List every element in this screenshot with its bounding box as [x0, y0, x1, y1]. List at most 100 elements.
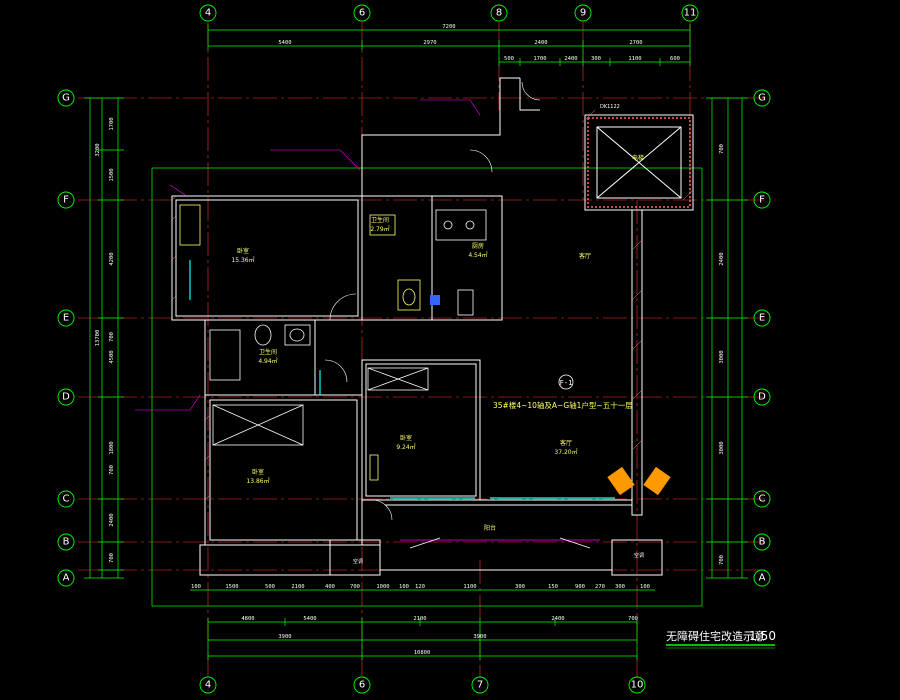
floor-note: 35#楼4~10轴及A~G轴1户型~五十一层 — [493, 400, 633, 410]
room-area: 2.79㎡ — [370, 225, 389, 233]
dimension-text: 150 — [548, 584, 558, 590]
axis-label: C — [63, 494, 70, 505]
room-name: 卧室 — [252, 468, 264, 476]
section-mark: F-1 — [558, 374, 574, 390]
dimension-text: 300 — [615, 584, 625, 590]
dimension-text: 400 — [325, 584, 335, 590]
axis-bubble-top-11: 11 — [681, 4, 699, 22]
shaft-hatch — [587, 117, 691, 208]
axis-bubble-right-C: C — [753, 490, 771, 508]
dimension-text: 1500 — [109, 168, 115, 181]
axis-bubble-right-G: G — [753, 89, 771, 107]
room-area: 13.86㎡ — [246, 477, 269, 485]
axis-label: F — [63, 195, 69, 206]
dimension-text: 100 — [640, 584, 650, 590]
axis-bubble-top-9: 9 — [574, 4, 592, 22]
axis-label: A — [63, 573, 70, 584]
dimension-text: 900 — [575, 584, 585, 590]
dimension-text: 2400 — [534, 40, 547, 46]
axis-label: E — [63, 313, 69, 324]
dimension-text: 3000 — [719, 441, 725, 454]
axis-bubble-top-4: 4 — [199, 4, 217, 22]
dimension-text: 600 — [670, 56, 680, 62]
dimension-text: 4800 — [241, 616, 254, 622]
room-label: 厨房4.54㎡ — [468, 242, 487, 259]
dimension-text: 100 — [191, 584, 201, 590]
dimension-text: 5400 — [278, 40, 291, 46]
dimension-text: 700 — [350, 584, 360, 590]
dimension-text: 700 — [719, 144, 725, 154]
dimension-text: 2400 — [564, 56, 577, 62]
axis-label: 8 — [496, 8, 502, 19]
dimension-text: 1100 — [628, 56, 641, 62]
axis-bubble-top-8: 8 — [490, 4, 508, 22]
elevator-code: DK1122 — [600, 104, 620, 110]
dimension-text: 2100 — [413, 616, 426, 622]
ac-left-label: 空调 — [353, 558, 363, 565]
title-block: 无障碍住宅改造示意 1:50 — [666, 629, 776, 649]
axis-label: B — [63, 537, 70, 548]
axis-label: E — [759, 313, 765, 324]
dimension-text: 13700 — [95, 330, 101, 347]
dimension-text: 3900 — [278, 634, 291, 640]
dimension-text: 270 — [595, 584, 605, 590]
svg-text:F-1: F-1 — [560, 379, 573, 387]
axis-bubble-top-6: 6 — [353, 4, 371, 22]
room-name: 卧室 — [400, 434, 412, 442]
room-name: 卧室 — [237, 247, 249, 255]
room-label: 客厅 — [579, 252, 591, 260]
axis-bubble-left-E: E — [57, 309, 75, 327]
dimension-text: 3200 — [95, 143, 101, 156]
walls — [171, 77, 694, 576]
axis-bubble-left-D: D — [57, 388, 75, 406]
dimension-text: 2400 — [109, 513, 115, 526]
dimension-text: 700 — [109, 553, 115, 563]
axis-label: A — [759, 573, 766, 584]
dimension-lines — [84, 24, 748, 660]
axis-label: 9 — [580, 8, 586, 19]
dimension-text: 1000 — [376, 584, 389, 590]
axis-label: 10 — [631, 680, 644, 691]
axis-bubble-right-A: A — [753, 569, 771, 587]
dimension-text: 3900 — [473, 634, 486, 640]
room-area: 15.36㎡ — [231, 256, 254, 264]
room-name: 阳台 — [484, 524, 496, 532]
dimension-text: 2970 — [423, 40, 436, 46]
window-markers — [189, 260, 615, 499]
axis-bubble-left-C: C — [57, 490, 75, 508]
dimension-text: 700 — [109, 465, 115, 475]
room-area: 4.54㎡ — [468, 251, 487, 259]
dimension-text: 1100 — [463, 584, 476, 590]
dimension-text: 5400 — [303, 616, 316, 622]
axis-label: D — [758, 392, 766, 403]
room-area: 9.24㎡ — [396, 443, 415, 451]
dimension-text: 2400 — [551, 616, 564, 622]
axis-bubble-right-D: D — [753, 388, 771, 406]
door-swings — [324, 81, 541, 521]
room-label: 电梯 — [632, 154, 644, 162]
wall-hatch — [171, 109, 694, 501]
room-area: 4.94㎡ — [258, 357, 277, 365]
axis-label: 6 — [359, 8, 365, 19]
dimension-text: 120 — [415, 584, 425, 590]
drawing-scale: 1:50 — [749, 629, 776, 643]
room-name: 客厅 — [579, 252, 591, 260]
leaders — [135, 99, 481, 411]
axis-bubble-right-E: E — [753, 309, 771, 327]
room-name: 卫生间 — [259, 348, 277, 356]
room-name: 电梯 — [632, 154, 644, 162]
dimension-text: 2400 — [719, 252, 725, 265]
dimension-text: 10800 — [414, 650, 431, 656]
dimension-text: 2700 — [629, 40, 642, 46]
dimension-text: 4500 — [109, 350, 115, 363]
axis-bubble-right-B: B — [753, 533, 771, 551]
dimension-text: 100 — [399, 584, 409, 590]
dimension-text: 500 — [265, 584, 275, 590]
